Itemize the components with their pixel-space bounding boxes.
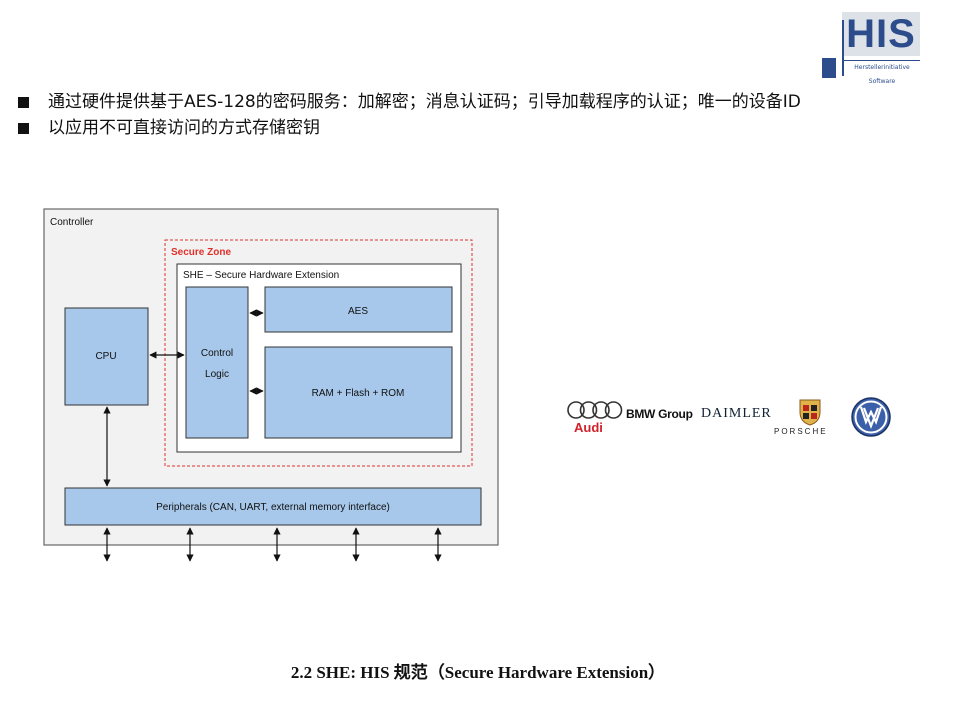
his-logo-subtitle: Herstellerinitiative Software [844,60,920,85]
peripherals-block [64,487,482,526]
square-bullet-icon [18,123,29,134]
bullet-list: 通过硬件提供基于AES-128的密码服务：加解密；消息认证码；引导加载程序的认证… [18,90,928,142]
oem-brand-logos: Audi BMW Group DAIMLER PORSCHE [560,394,900,444]
control-logic-label-2: Logic [205,369,229,380]
bmw-group-wordmark: BMW Group [626,407,693,421]
controller-label: Controller [50,217,94,228]
audi-wordmark: Audi [574,420,603,435]
his-logo: HIS Herstellerinitiative Software [822,12,920,85]
audi-rings-icon [567,401,623,419]
secure-zone-label: Secure Zone [171,247,231,258]
aes-label: AES [348,306,368,317]
square-bullet-icon [18,97,29,108]
bullet-item: 以应用不可直接访问的方式存储密钥 [18,116,928,140]
his-logo-square [822,58,836,78]
bullet-text: 以应用不可直接访问的方式存储密钥 [48,118,320,138]
memory-label: RAM + Flash + ROM [312,388,405,399]
control-logic-label-1: Control [201,348,233,359]
slide-caption: 2.2 SHE: HIS 规范（Secure Hardware Extensio… [290,663,666,682]
porsche-wordmark: PORSCHE [774,427,828,436]
aes-block [264,286,453,333]
peripherals-label: Peripherals (CAN, UART, external memory … [156,502,390,513]
bullet-item: 通过硬件提供基于AES-128的密码服务：加解密；消息认证码；引导加载程序的认证… [18,90,928,114]
bullet-text: 通过硬件提供基于AES-128的密码服务：加解密；消息认证码；引导加载程序的认证… [48,92,801,112]
cpu-label: CPU [95,351,116,362]
control-logic-block [185,286,249,439]
daimler-wordmark: DAIMLER [701,406,772,421]
his-logo-line [842,20,844,76]
porsche-crest-icon [799,399,821,426]
she-label: SHE – Secure Hardware Extension [183,270,339,281]
cpu-block [64,307,149,406]
memory-block [264,346,453,439]
his-logo-letters: HIS [842,12,920,56]
vw-logo-icon [851,397,891,437]
